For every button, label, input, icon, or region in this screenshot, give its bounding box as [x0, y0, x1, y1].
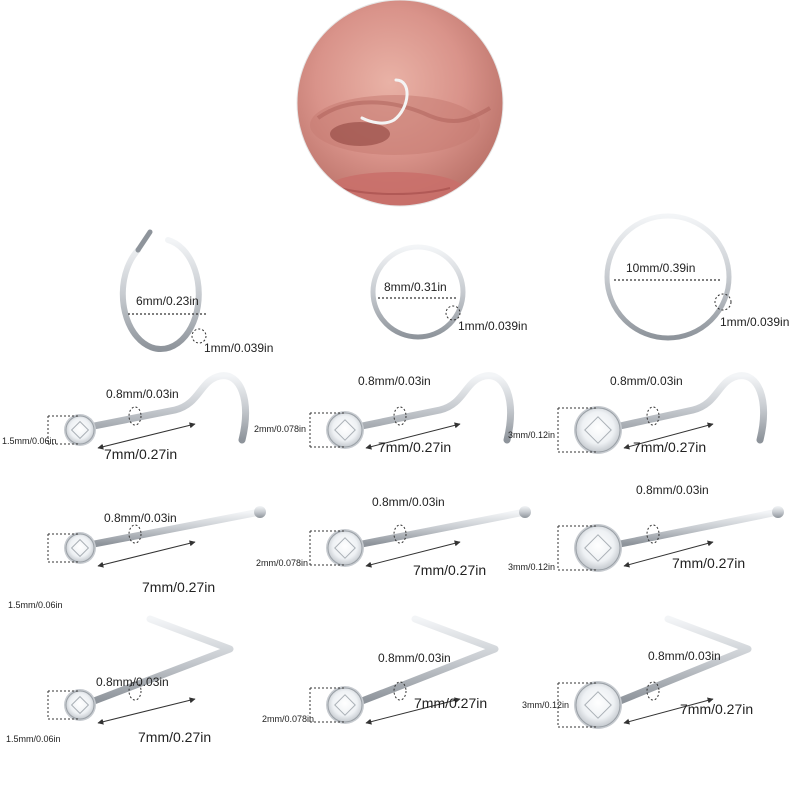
gem-icon — [327, 687, 363, 723]
nose-screw-stud-icon — [557, 372, 767, 454]
length-arrow — [623, 422, 714, 450]
l-shaped-stud-icon — [309, 615, 499, 725]
stud-ball-end — [519, 506, 531, 518]
nose-ring-icon — [360, 78, 409, 125]
gem-size-label: 2mm/0.078in — [262, 714, 314, 724]
gem-size-label: 1.5mm/0.06in — [6, 734, 61, 744]
gauge-marker — [128, 406, 142, 426]
gem-icon — [65, 415, 95, 445]
wire-gauge-label: 0.8mm/0.03in — [104, 511, 177, 525]
gem-size-label: 1.5mm/0.06in — [8, 600, 63, 610]
nose-photo — [296, 0, 504, 207]
post-length-label: 7mm/0.27in — [680, 701, 753, 717]
gem-facet — [584, 416, 612, 444]
gem-size-label: 2mm/0.078in — [254, 424, 306, 434]
post-length-label: 7mm/0.27in — [414, 695, 487, 711]
hoop-thickness-label: 1mm/0.039in — [458, 319, 527, 333]
stud-post — [616, 372, 767, 444]
gauge-marker — [646, 681, 660, 701]
gem-facet — [70, 420, 90, 440]
wire-gauge-label: 0.8mm/0.03in — [648, 649, 721, 663]
gem-icon — [575, 407, 621, 453]
post-length-label: 7mm/0.27in — [142, 579, 215, 595]
hoop-diameter-label: 6mm/0.23in — [136, 294, 199, 308]
hoop-thickness-label: 1mm/0.039in — [204, 341, 273, 355]
length-arrow — [97, 540, 196, 568]
gauge-marker — [393, 681, 407, 701]
stud-post — [358, 508, 529, 548]
gauge-marker — [646, 406, 660, 426]
length-arrow — [623, 697, 714, 725]
stud-ball-end — [772, 506, 784, 518]
hoop-6mm-icon — [119, 229, 207, 352]
gem-facet — [334, 419, 356, 441]
gem-size-label: 2mm/0.078in — [256, 558, 308, 568]
hoop-thickness-label: 1mm/0.039in — [720, 315, 789, 329]
gem-icon — [65, 690, 95, 720]
length-arrow — [97, 422, 196, 450]
gem-icon — [575, 525, 621, 571]
l-shaped-stud-icon — [557, 615, 752, 729]
gem-icon — [65, 533, 95, 563]
post-length-label: 7mm/0.27in — [104, 446, 177, 462]
stud-post — [90, 508, 264, 548]
gem-facet — [70, 538, 90, 558]
gem-facet — [584, 691, 612, 719]
nose-screw-stud-icon — [47, 372, 249, 450]
nose-bone-stud-icon — [47, 506, 266, 568]
hoop-10mm-icon — [604, 213, 732, 341]
nose-bone-stud-icon — [557, 506, 784, 572]
stud-post — [90, 615, 234, 705]
gauge-marker — [393, 406, 407, 426]
stud-post — [358, 372, 514, 444]
post-length-label: 7mm/0.27in — [413, 562, 486, 578]
length-arrow — [365, 697, 461, 725]
length-arrow — [365, 422, 461, 450]
gauge-marker — [128, 681, 142, 701]
wire-gauge-label: 0.8mm/0.03in — [610, 374, 683, 388]
gem-facet — [70, 695, 90, 715]
stud-post — [358, 615, 499, 705]
gem-facet — [334, 694, 356, 716]
gem-size-label: 3mm/0.12in — [508, 562, 555, 572]
hoop-diameter-label: 8mm/0.31in — [384, 280, 447, 294]
stud-grid — [47, 372, 784, 729]
wire-gauge-label: 0.8mm/0.03in — [372, 495, 445, 509]
gem-size-label: 3mm/0.12in — [508, 430, 555, 440]
length-arrow — [623, 540, 714, 568]
gauge-marker — [646, 524, 660, 544]
post-length-label: 7mm/0.27in — [378, 439, 451, 455]
gem-icon — [575, 682, 621, 728]
gauge-marker — [393, 524, 407, 544]
stud-post — [616, 508, 782, 548]
wire-gauge-label: 0.8mm/0.03in — [106, 387, 179, 401]
stud-post — [616, 615, 752, 705]
stud-ball-end — [254, 506, 266, 518]
gem-icon — [327, 412, 363, 448]
post-length-label: 7mm/0.27in — [633, 439, 706, 455]
gem-facet — [334, 537, 356, 559]
post-length-label: 7mm/0.27in — [138, 729, 211, 745]
nose-bone-stud-icon — [309, 506, 531, 568]
stud-post — [90, 372, 249, 444]
gem-size-label: 1.5mm/0.06in — [2, 436, 57, 446]
wire-gauge-label: 0.8mm/0.03in — [378, 651, 451, 665]
length-arrow — [97, 697, 196, 725]
post-length-label: 7mm/0.27in — [672, 555, 745, 571]
wire-gauge-label: 0.8mm/0.03in — [96, 675, 169, 689]
stud-labels: 0.8mm/0.03in 7mm/0.27in 1.5mm/0.06in 0.8… — [2, 374, 753, 745]
wire-gauge-label: 0.8mm/0.03in — [358, 374, 431, 388]
gauge-marker — [128, 524, 142, 544]
length-arrow — [365, 540, 461, 568]
wire-gauge-label: 0.8mm/0.03in — [636, 483, 709, 497]
nose-screw-stud-icon — [309, 372, 514, 450]
gem-icon — [327, 530, 363, 566]
gem-facet — [584, 534, 612, 562]
hoop-diameter-label: 10mm/0.39in — [626, 261, 695, 275]
l-shaped-stud-icon — [47, 615, 234, 725]
gem-size-label: 3mm/0.12in — [522, 700, 569, 710]
hoop-8mm-icon — [370, 244, 466, 340]
